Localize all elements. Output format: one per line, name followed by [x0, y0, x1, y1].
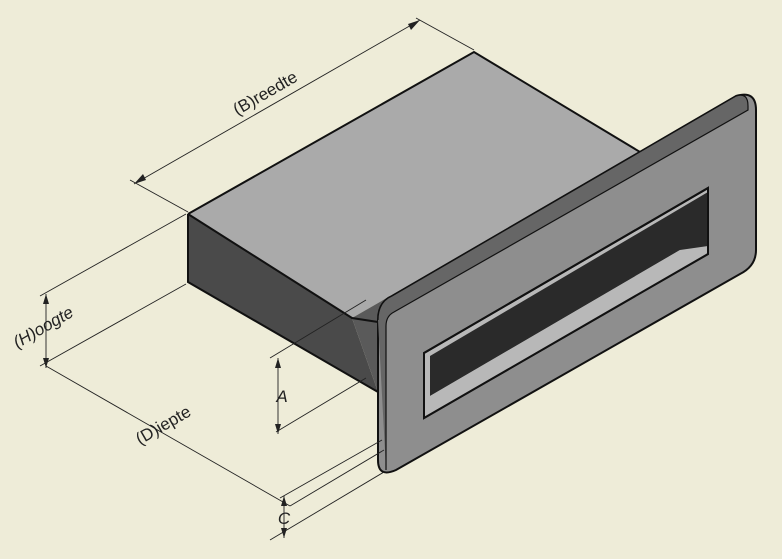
c-extension-top	[279, 439, 383, 499]
height-arrow-top	[43, 294, 49, 304]
c-arrow-top	[281, 496, 287, 506]
opening-outline	[423, 186, 709, 420]
height-extension-bottom	[39, 283, 187, 367]
width-extension-right	[415, 17, 475, 51]
opening-inner-wall	[430, 192, 708, 396]
dimension-arrowheads	[43, 20, 420, 538]
width-arrow-left	[134, 174, 146, 184]
height-arrow-bottom	[43, 358, 49, 368]
a-arrow-bottom	[275, 424, 281, 434]
a-extension-top	[269, 299, 367, 359]
depth-dimension-line	[45, 365, 291, 507]
dimension-lines	[39, 17, 475, 541]
dimension-c-label: C	[278, 509, 291, 528]
width-arrow-right	[408, 20, 420, 30]
c-extension-bottom	[269, 471, 385, 541]
width-dimension-line	[133, 19, 421, 185]
a-arrow-top	[275, 358, 281, 368]
c-arrow-bottom	[281, 528, 287, 538]
height-extension-top	[39, 213, 187, 297]
width-extension-left	[129, 179, 189, 213]
a-extension-bottom	[275, 377, 367, 433]
dimension-a-label: A	[275, 387, 287, 406]
housing-top-face	[188, 52, 640, 318]
front-flange	[377, 93, 757, 474]
flange-edge-thickness	[377, 94, 749, 470]
housing-side-face	[188, 214, 378, 392]
housing-outline	[187, 50, 641, 393]
depth-extension-front	[289, 449, 385, 507]
